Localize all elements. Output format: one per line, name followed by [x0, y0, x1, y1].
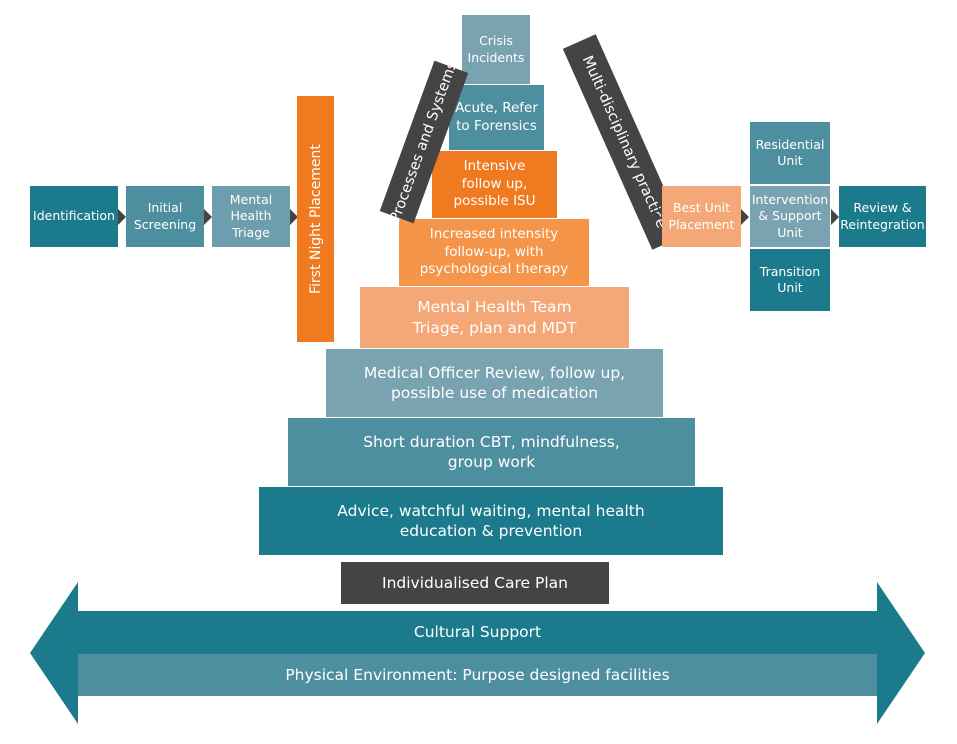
initial-screening-box: Initial Screening	[126, 186, 204, 247]
tier-acute: Acute, Refer to Forensics	[449, 85, 544, 150]
chevron-right-icon	[204, 209, 212, 225]
physical-environment-label: Physical Environment: Purpose designed f…	[285, 665, 670, 684]
chevron-right-icon	[118, 209, 126, 225]
identification-box: Identification	[30, 186, 118, 247]
mental-health-triage-box: Mental Health Triage	[212, 186, 290, 247]
tier-intensive: Intensive follow up, possible ISU	[432, 151, 557, 218]
best-unit-placement-box: Best Unit Placement	[662, 186, 741, 247]
tier-short-duration: Short duration CBT, mindfulness, group w…	[288, 418, 695, 486]
chevron-right-icon	[741, 209, 749, 225]
care-plan-box: Individualised Care Plan	[341, 562, 609, 604]
cultural-support-label: Cultural Support	[413, 622, 542, 641]
intervention-support-unit-box: Intervention & Support Unit	[750, 186, 830, 247]
tier-increased-intensity: Increased intensity follow-up, with psyc…	[399, 219, 589, 286]
review-reintegration-box: Review & Reintegration	[839, 186, 926, 247]
tier-crisis: Crisis Incidents	[462, 15, 530, 84]
chevron-right-icon	[653, 209, 661, 225]
residential-unit-box: Residential Unit	[750, 122, 830, 184]
chevron-right-icon	[831, 209, 839, 225]
physical-environment-bar	[78, 654, 877, 696]
first-night-placement-bar: First Night Placement	[297, 96, 334, 342]
tier-advice: Advice, watchful waiting, mental health …	[259, 487, 723, 555]
transition-unit-box: Transition Unit	[750, 249, 830, 311]
tier-mental-health-team: Mental Health Team Triage, plan and MDT	[360, 287, 629, 348]
chevron-right-icon	[290, 209, 298, 225]
tier-medical-officer: Medical Officer Review, follow up, possi…	[326, 349, 663, 417]
